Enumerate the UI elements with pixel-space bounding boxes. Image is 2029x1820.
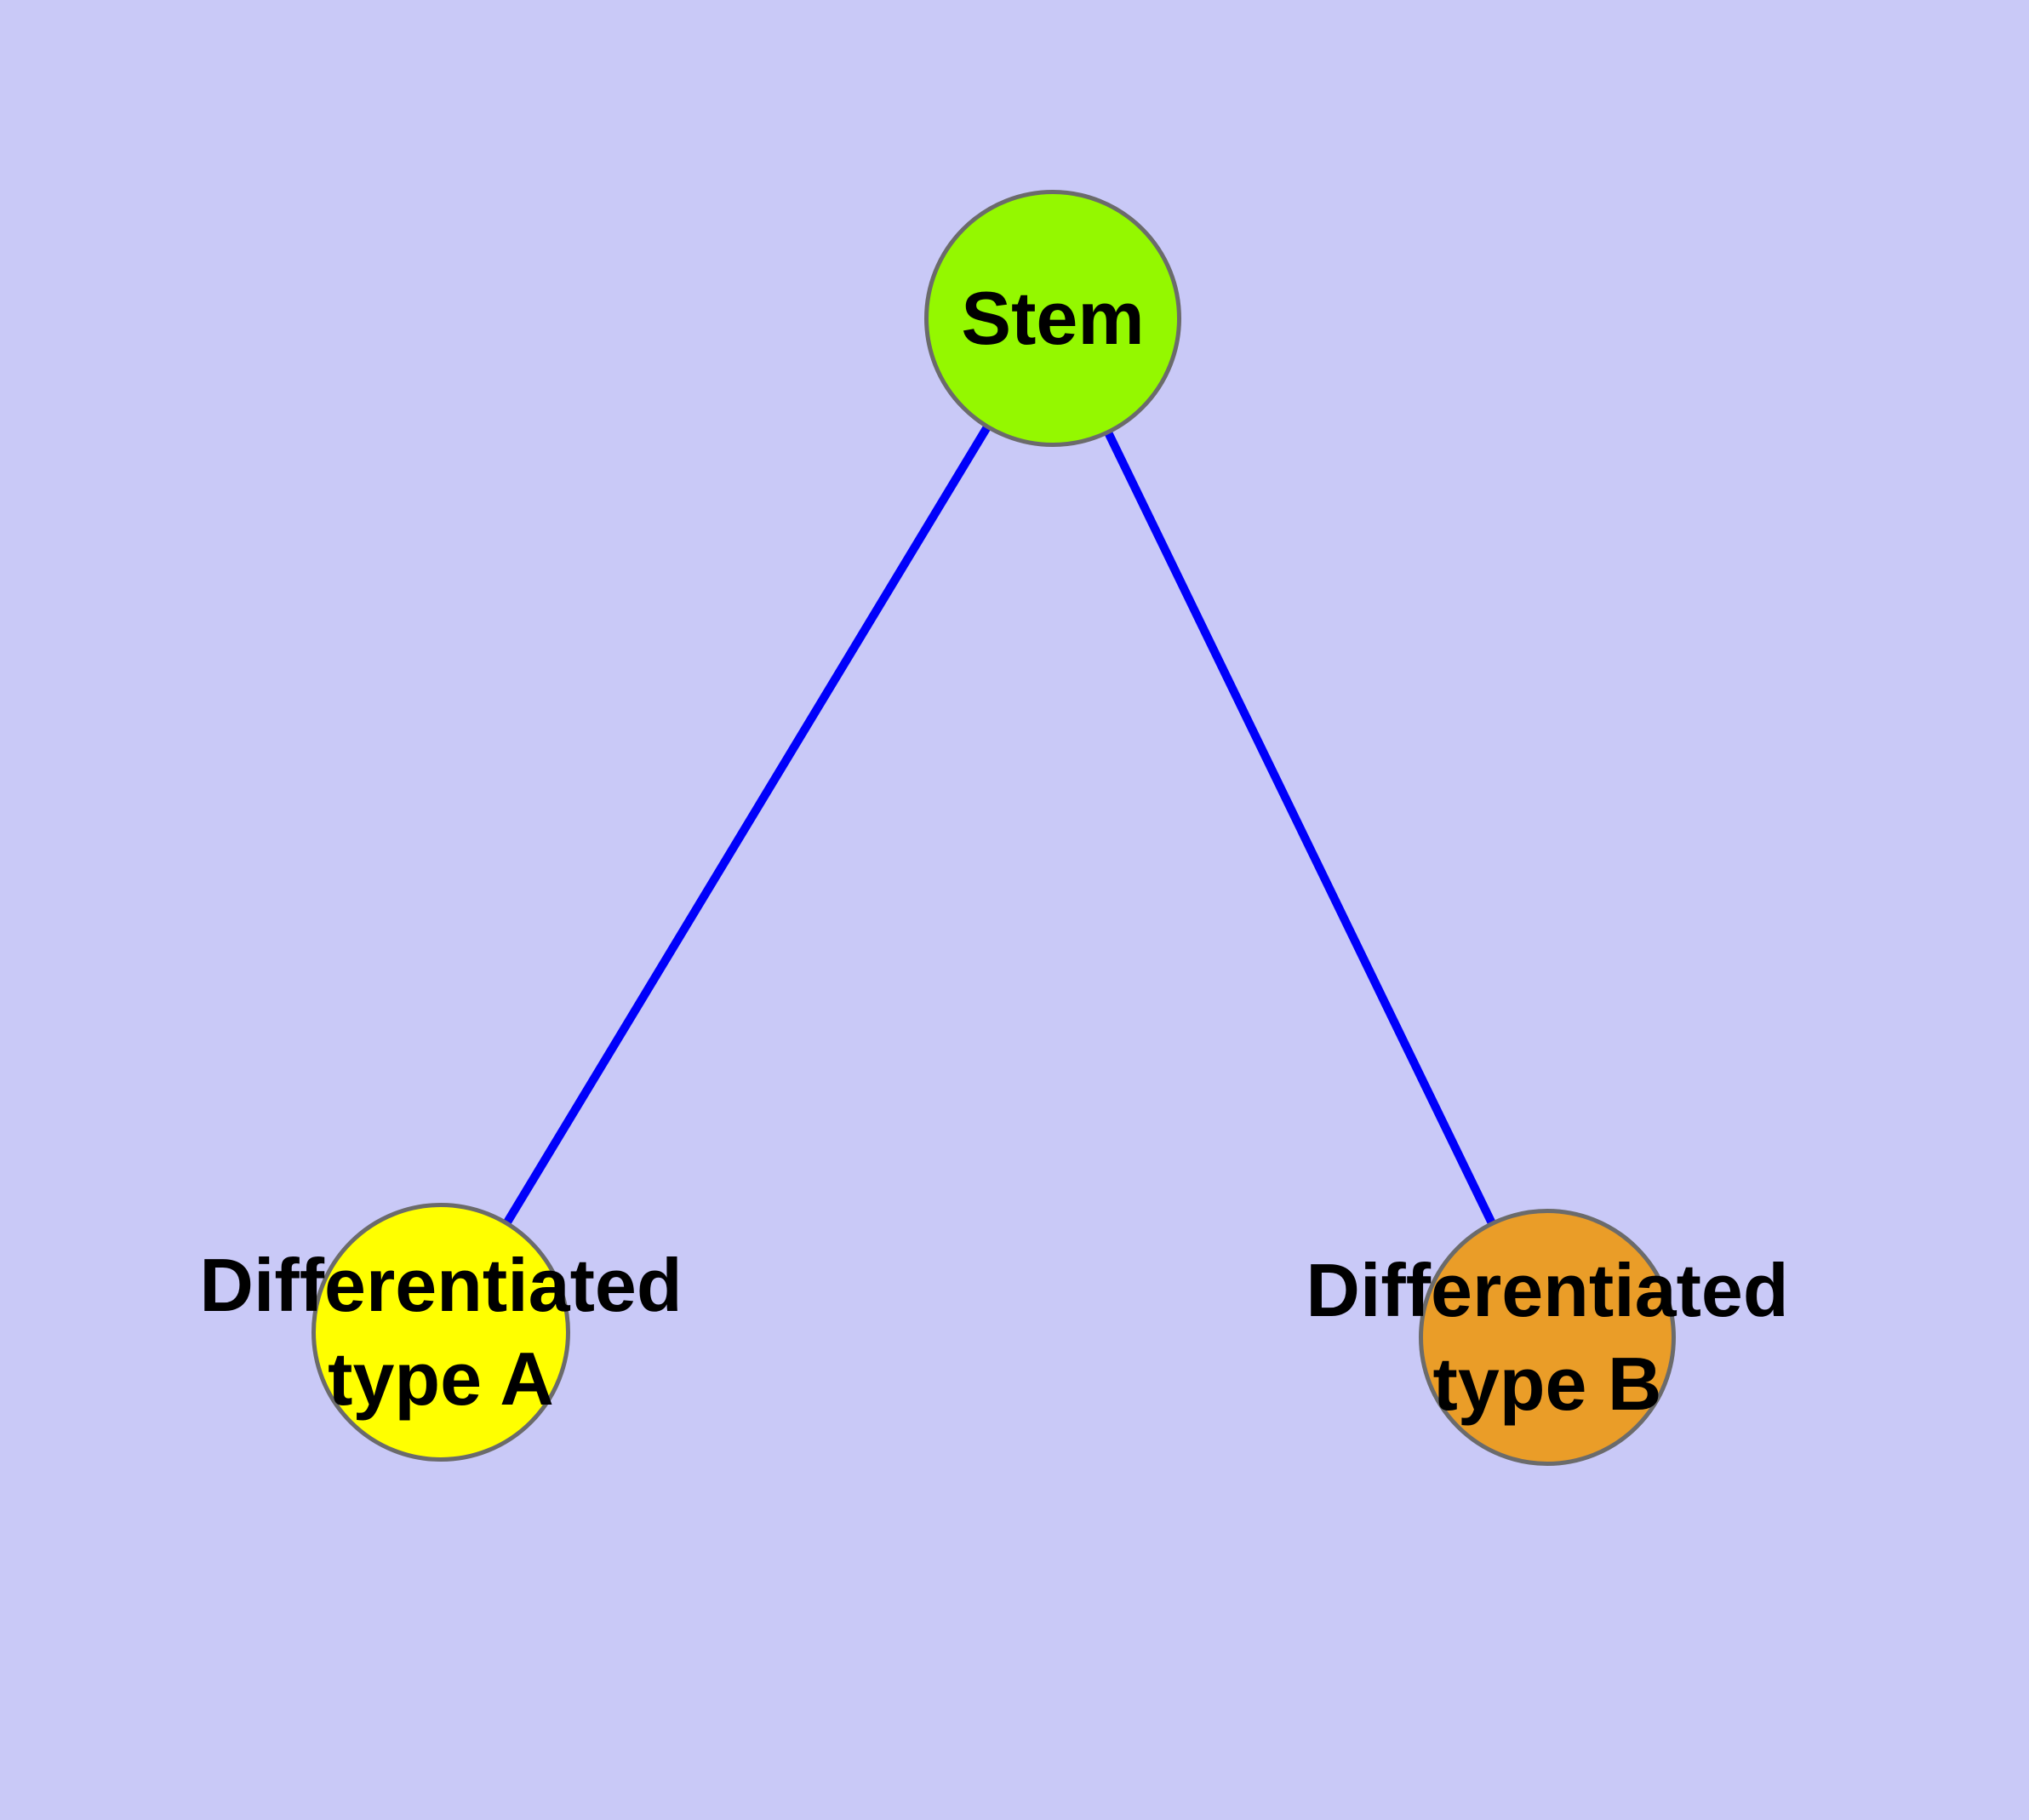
edge-stem-to-type-a (437, 316, 1057, 1335)
node-differentiated-type-b-circle (1419, 1209, 1676, 1466)
node-stem-label: Stem (961, 276, 1145, 360)
node-stem-circle (924, 190, 1181, 447)
node-differentiated-type-a-circle (311, 1203, 570, 1462)
node-differentiated-type-a-label: Differentiated type A (199, 1243, 683, 1421)
edge-stem-to-type-b (1049, 316, 1552, 1340)
node-differentiated-type-b-label: Differentiated type B (1306, 1248, 1789, 1426)
